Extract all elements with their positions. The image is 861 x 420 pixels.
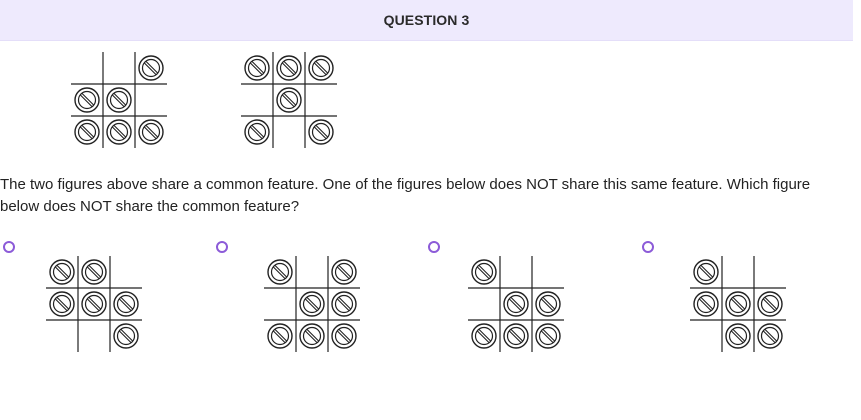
- example-figure-2: [241, 52, 337, 148]
- question-number: QUESTION 3: [383, 12, 470, 28]
- circle-slash-icon: [74, 119, 100, 145]
- circle-slash-icon: [535, 323, 561, 349]
- option-figure-2: [264, 256, 360, 352]
- circle-slash-icon: [331, 291, 357, 317]
- circle-slash-icon: [81, 291, 107, 317]
- circle-slash-icon: [276, 55, 302, 81]
- option-figure-4: [690, 256, 786, 352]
- circle-slash-icon: [535, 291, 561, 317]
- circle-slash-icon: [299, 323, 325, 349]
- circle-slash-icon: [267, 323, 293, 349]
- circle-slash-icon: [503, 291, 529, 317]
- circle-slash-icon: [106, 119, 132, 145]
- circle-slash-icon: [138, 55, 164, 81]
- circle-slash-icon: [725, 323, 751, 349]
- question-text: The two figures above share a common fea…: [0, 176, 811, 215]
- circle-slash-icon: [471, 259, 497, 285]
- circle-slash-icon: [276, 87, 302, 113]
- circle-slash-icon: [725, 291, 751, 317]
- question-header: QUESTION 3: [0, 0, 853, 41]
- radio-button-option-1[interactable]: [3, 241, 15, 253]
- circle-slash-icon: [113, 291, 139, 317]
- circle-slash-icon: [693, 259, 719, 285]
- circle-slash-icon: [757, 323, 783, 349]
- circle-slash-icon: [106, 87, 132, 113]
- circle-slash-icon: [267, 259, 293, 285]
- radio-button-option-3[interactable]: [428, 241, 440, 253]
- circle-slash-icon: [49, 259, 75, 285]
- circle-slash-icon: [74, 87, 100, 113]
- option-figure-1: [46, 256, 142, 352]
- circle-slash-icon: [81, 259, 107, 285]
- radio-button-option-4[interactable]: [642, 241, 654, 253]
- example-figure-1: [71, 52, 167, 148]
- circle-slash-icon: [308, 55, 334, 81]
- circle-slash-icon: [138, 119, 164, 145]
- circle-slash-icon: [308, 119, 334, 145]
- circle-slash-icon: [113, 323, 139, 349]
- circle-slash-icon: [299, 291, 325, 317]
- circle-slash-icon: [331, 323, 357, 349]
- circle-slash-icon: [49, 291, 75, 317]
- circle-slash-icon: [244, 119, 270, 145]
- circle-slash-icon: [503, 323, 529, 349]
- circle-slash-icon: [331, 259, 357, 285]
- circle-slash-icon: [471, 323, 497, 349]
- circle-slash-icon: [757, 291, 783, 317]
- option-figure-3: [468, 256, 564, 352]
- circle-slash-icon: [244, 55, 270, 81]
- radio-button-option-2[interactable]: [216, 241, 228, 253]
- circle-slash-icon: [693, 291, 719, 317]
